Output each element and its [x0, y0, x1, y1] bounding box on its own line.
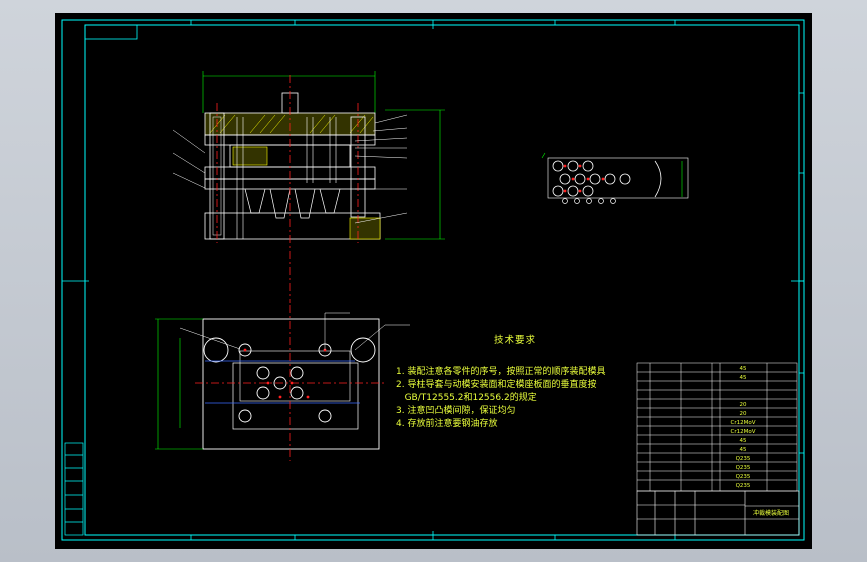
bom-material-cell: Q235	[736, 483, 751, 489]
requirement-line-4: 3. 注意凹凸模间隙，保证均匀	[396, 406, 516, 416]
drawing-code-box	[84, 24, 138, 40]
tech-requirements-title: 技术要求	[494, 335, 537, 346]
bill-of-materials	[636, 362, 798, 492]
bom-material-cell: 20	[740, 411, 747, 417]
bom-material-cell: Q235	[736, 474, 751, 480]
bom-material-cell: Cr12MoV	[731, 429, 756, 435]
bom-material-cell: 45	[740, 375, 747, 381]
requirement-line-1: 1. 装配注意各零件的序号，按照正常的顺序装配模具	[396, 367, 606, 377]
title-block	[636, 490, 800, 536]
inner-frame	[84, 24, 800, 536]
strip-layout-view	[541, 152, 689, 204]
drawing-svg: 45452020Cr12MoVCr12MoV4545Q235Q235Q235Q2…	[61, 19, 805, 541]
requirement-line-5: 4. 存放前注意要钢油存放	[396, 419, 498, 429]
requirement-line-2: 2. 导柱导套与动模安装面和定模座板面的垂直度按	[396, 380, 597, 390]
requirement-line-3: GB/T12555.2和12556.2的规定	[396, 393, 537, 403]
bom-material-cell: Cr12MoV	[731, 420, 756, 426]
bom-material-cell: Q235	[736, 465, 751, 471]
zone-ticks	[62, 20, 804, 540]
bom-material-cell: 45	[740, 447, 747, 453]
bom-material-cell: Q235	[736, 456, 751, 462]
plan-view	[155, 305, 410, 461]
filing-column	[64, 442, 84, 536]
bom-material-cell: 45	[740, 438, 747, 444]
bom-material-cell: 20	[740, 402, 747, 408]
front-section-view	[172, 71, 445, 303]
title-block-name: 冲裁模装配图	[753, 509, 789, 517]
bom-material-column: 45452020Cr12MoVCr12MoV4545Q235Q235Q235Q2…	[731, 366, 756, 489]
bom-material-cell: 45	[740, 366, 747, 372]
